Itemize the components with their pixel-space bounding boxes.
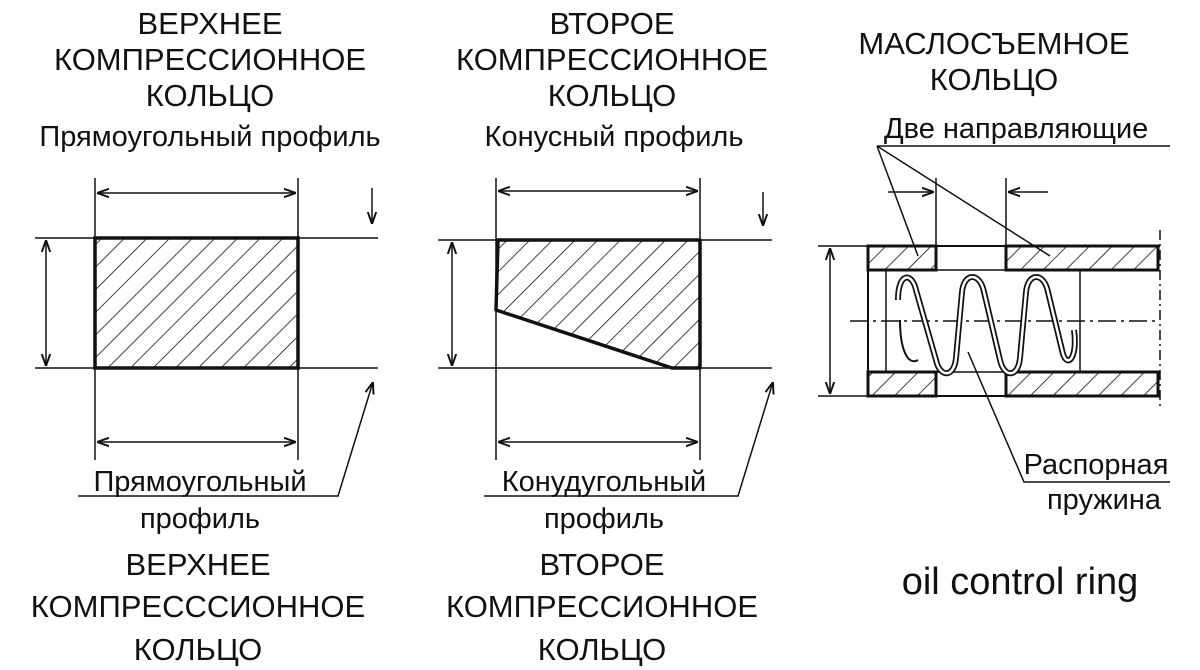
ring3-guides-label: Две направляющие [884,113,1148,145]
ring1-title-line1: ВЕРХНЕЕ [137,6,282,41]
ring1-bottom-line3: КОЛЬЦО [134,632,263,667]
ring3-guide-bottom-right [1004,370,1160,398]
ring2-profile-label: Конусный профиль [485,121,744,153]
ring1-title-line2: КОМПРЕССИОННОЕ [54,42,366,77]
ring1-group: ВЕРХНЕЕ КОМПРЕССИОННОЕ КОЛЬЦО Прямоуголь… [31,6,381,667]
ring1-callout-line2: профиль [140,503,260,535]
ring3-guide-bottom-left [866,370,938,398]
ring3-guide-top-right [1004,244,1160,272]
ring2-callout-line2: профиль [544,503,664,535]
ring2-bottom-line3: КОЛЬЦО [538,632,667,667]
ring3-spring-line2: пружина [1047,484,1162,516]
ring1-bottom-line1: ВЕРХНЕЕ [125,547,270,582]
ring3-guides-leader1 [876,145,919,257]
ring2-bottom-line1: ВТОРОЕ [539,547,664,582]
ring3-spring-leader [967,351,1170,483]
ring3-guides-leader2 [876,145,1051,257]
ring3-guide-top-left [866,244,938,272]
ring3-title-line1: МАСЛОСЪЕМНОЕ [858,26,1129,61]
ring3-spring-inner [896,275,1077,375]
ring2-cross-section [494,238,702,370]
ring1-callout-line1: Прямоугольный [93,466,306,498]
ring2-callout-leader [484,382,773,497]
ring2-callout-line1: Конудугольный [502,466,707,498]
ring2-title-line1: ВТОРОЕ [549,6,674,41]
ring1-bottom-line2: КОМПРЕСССИОННОЕ [31,589,365,624]
ring1-cross-section [93,236,300,370]
ring1-callout-leader [78,382,373,497]
ring3-title-line2: КОЛЬЦО [930,62,1059,97]
ring2-title-line2: КОМПРЕССИОННОЕ [456,42,768,77]
ring2-bottom-line2: КОМПРЕССИОННОЕ [446,589,758,624]
ring3-spring-line1: Распорная [1024,449,1169,481]
ring3-group: МАСЛОСЪЕМНОЕ КОЛЬЦО Две направляющие [818,26,1170,603]
ring1-title-line3: КОЛЬЦО [146,78,275,113]
ring3-spring-end [899,319,919,363]
ring1-profile-label: Прямоугольный профиль [39,121,380,153]
ring2-group: ВТОРОЕ КОМПРЕССИОННОЕ КОЛЬЦО Конусный пр… [438,6,773,667]
ring3-bottom-caption: oil control ring [902,561,1139,603]
ring2-title-line3: КОЛЬЦО [548,78,677,113]
